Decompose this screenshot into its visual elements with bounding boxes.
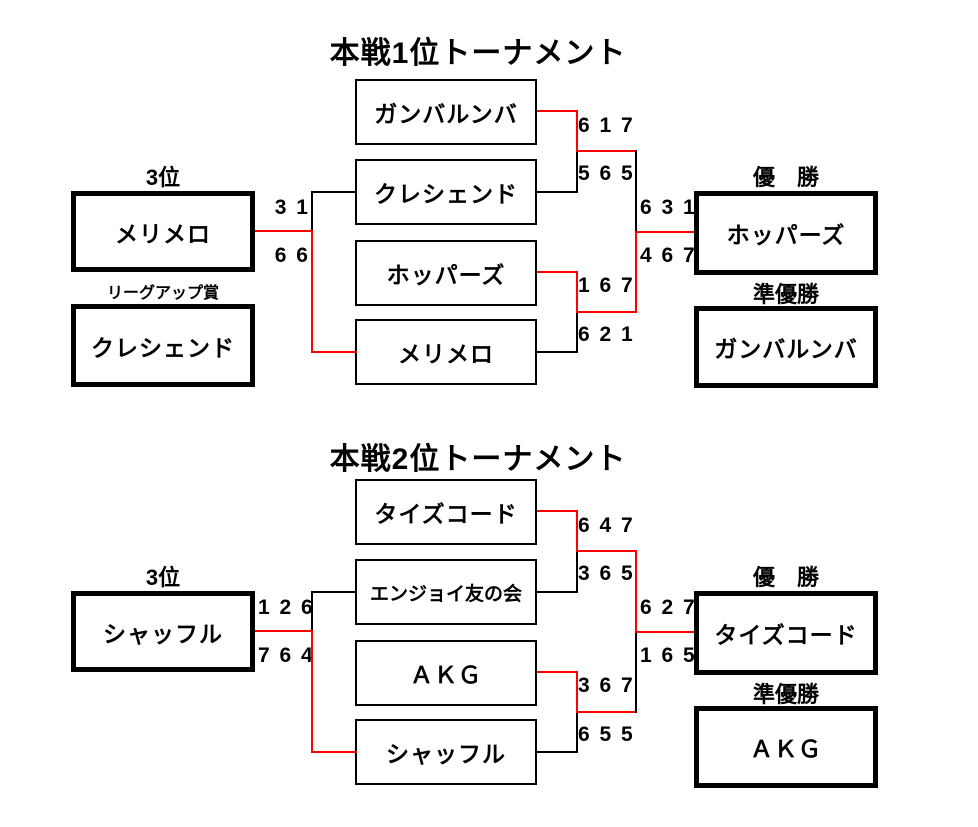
- bracket-team-2-box: クレシェンド: [355, 159, 537, 225]
- final-top-line: [635, 150, 637, 233]
- bracket-team-3-box: ＡＫＧ: [355, 640, 537, 706]
- final-score-top: 6 2 7: [640, 596, 697, 619]
- league-up-team-box: クレシェンド: [71, 304, 255, 387]
- final-score-bottom: 1 6 5: [640, 644, 697, 667]
- sf1-loser-line: [576, 152, 578, 193]
- sf2-winner-line: [537, 671, 578, 673]
- final-top-line: [635, 550, 637, 633]
- third-place-score-bottom: 6 6: [274, 244, 310, 267]
- champion-label: 優 勝: [752, 565, 819, 590]
- sf2-advance-line: [576, 311, 637, 313]
- sf2-loser-line: [537, 751, 578, 753]
- third-place-loser-line: [311, 591, 357, 593]
- bracket-team-4-box: メリメロ: [355, 319, 537, 385]
- sf2-loser-line: [537, 351, 578, 353]
- sf2-loser-line: [576, 713, 578, 753]
- bracket-team-1-box: ガンバルンバ: [355, 79, 537, 145]
- third-place-label: 3位: [145, 565, 181, 590]
- bracket-team-1-box: タイズコード: [355, 479, 537, 545]
- sf1-loser-line: [537, 191, 578, 193]
- third-place-label: 3位: [145, 165, 181, 190]
- third-place-result-line: [255, 630, 312, 632]
- league-up-award-label: リーグアップ賞: [106, 285, 219, 302]
- bracket-team-4-box: シャッフル: [355, 719, 537, 785]
- third-place-winner-line: [311, 351, 357, 353]
- sf2-loser-line: [576, 313, 578, 353]
- semifinal-1-score-bottom: 5 6 5: [578, 162, 635, 185]
- sf1-advance-line: [576, 150, 637, 152]
- semifinal-2-score-bottom: 6 2 1: [578, 323, 635, 346]
- third-place-winner-line: [311, 751, 357, 753]
- semifinal-2-score-top: 3 6 7: [578, 674, 635, 697]
- final-score-bottom: 4 6 7: [640, 244, 697, 267]
- runner-up-label: 準優勝: [752, 282, 819, 307]
- runner-up-label: 準優勝: [752, 682, 819, 707]
- tournament-2: 本戦2位トーナメント 3位 シャッフル 1 2 6 7 6 4 タイズコード エ…: [0, 400, 978, 827]
- tournament-1: 本戦1位トーナメント 3位 メリメロ リーグアップ賞 クレシェンド 3 1 6 …: [0, 0, 978, 400]
- bracket-team-3-box: ホッパーズ: [355, 240, 537, 306]
- sf1-winner-line: [537, 510, 578, 512]
- sf2-advance-line: [576, 711, 637, 713]
- sf1-winner-line: [576, 510, 578, 552]
- bracket-team-2-box: エンジョイ友の会: [355, 559, 537, 625]
- final-bottom-line: [635, 231, 637, 313]
- third-place-team-box: シャッフル: [71, 591, 255, 672]
- sf1-winner-line: [576, 110, 578, 152]
- semifinal-2-score-bottom: 6 5 5: [578, 723, 635, 746]
- champion-team-box: ホッパーズ: [694, 191, 878, 275]
- sf1-advance-line: [576, 550, 637, 552]
- sf1-loser-line: [576, 552, 578, 593]
- sf2-winner-line: [576, 671, 578, 713]
- final-bottom-line: [635, 631, 637, 713]
- sf2-winner-line: [537, 271, 578, 273]
- third-place-team-box: メリメロ: [71, 191, 255, 272]
- third-place-loser-line: [311, 191, 313, 232]
- semifinal-1-score-bottom: 3 6 5: [578, 562, 635, 585]
- champion-line: [635, 231, 694, 233]
- tournament-1-title: 本戦1位トーナメント: [329, 37, 627, 70]
- third-place-winner-line: [311, 630, 313, 753]
- third-place-score-bottom: 7 6 4: [258, 644, 315, 667]
- sf1-loser-line: [537, 591, 578, 593]
- third-place-loser-line: [311, 591, 313, 632]
- semifinal-1-score-top: 6 1 7: [578, 114, 635, 137]
- third-place-loser-line: [311, 191, 357, 193]
- champion-label: 優 勝: [752, 165, 819, 190]
- sf2-winner-line: [576, 271, 578, 313]
- runner-up-team-box: ＡＫＧ: [694, 706, 878, 788]
- third-place-result-line: [255, 230, 312, 232]
- tournament-2-title: 本戦2位トーナメント: [329, 443, 627, 476]
- third-place-score-top: 1 2 6: [258, 596, 315, 619]
- third-place-winner-line: [311, 230, 313, 353]
- semifinal-2-score-top: 1 6 7: [578, 274, 635, 297]
- semifinal-1-score-top: 6 4 7: [578, 514, 635, 537]
- champion-team-box: タイズコード: [694, 591, 878, 675]
- champion-line: [635, 631, 694, 633]
- third-place-score-top: 3 1: [274, 196, 310, 219]
- sf1-winner-line: [537, 110, 578, 112]
- final-score-top: 6 3 1: [640, 196, 697, 219]
- runner-up-team-box: ガンバルンバ: [694, 306, 878, 388]
